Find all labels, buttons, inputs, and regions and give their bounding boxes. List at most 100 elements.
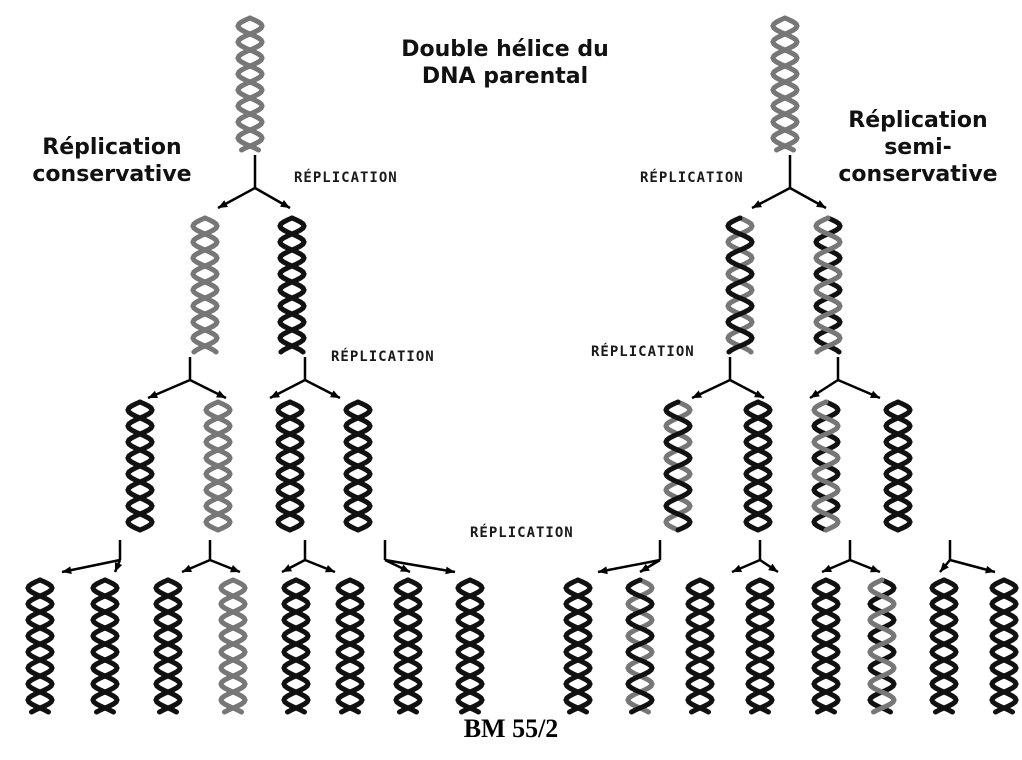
arrow-head xyxy=(754,390,764,398)
semi-g2-helix-3-strand-b xyxy=(811,399,841,533)
arrow-head xyxy=(870,564,880,573)
arrow-shaft xyxy=(384,558,456,574)
arrow-head xyxy=(282,564,292,572)
arrow-shaft xyxy=(597,558,661,574)
semi-g3-helix-2-strand-a xyxy=(625,577,655,715)
semi-g1-helix-1-strand-b xyxy=(725,215,755,355)
semiconservative-label-line-1: Réplication xyxy=(848,108,988,133)
arrow-head xyxy=(330,390,340,398)
arrow-head xyxy=(445,566,455,575)
arrow-head xyxy=(810,389,820,398)
cons-g2-helix-2-strand-b xyxy=(203,399,233,533)
arrow-head xyxy=(692,390,702,398)
conservative-label-line-1: Réplication xyxy=(42,135,182,160)
arrow-head xyxy=(752,200,762,208)
arrow-head xyxy=(732,564,742,572)
arrow-head xyxy=(400,564,410,572)
replication-arrow-14 xyxy=(113,559,123,573)
semi-g3-helix-8 xyxy=(989,577,1019,715)
cons-g3-helix-8 xyxy=(455,577,485,715)
arrow-head xyxy=(218,200,228,208)
arrow-head xyxy=(230,564,240,573)
replication-arrow-16 xyxy=(209,558,241,574)
arrow-head xyxy=(940,562,949,572)
replication-label-right-2: RÉPLICATION xyxy=(591,344,695,360)
cons-g3-helix-8-strand-a xyxy=(455,577,485,715)
semi-g1-helix-1 xyxy=(725,215,755,355)
arrow-head xyxy=(216,390,226,398)
replication-arrow-12 xyxy=(837,378,881,400)
parental-title-line-2: DNA parental xyxy=(421,64,589,89)
replication-arrow-10 xyxy=(729,378,765,400)
cons-g3-helix-7-strand-b xyxy=(393,577,423,715)
semi-g3-helix-3 xyxy=(685,577,715,715)
parental-title-line-1: Double hélice du xyxy=(401,37,609,62)
parental-helix-right-strand-b xyxy=(770,15,800,153)
replication-arrow-21 xyxy=(597,558,661,575)
replication-arrow-2 xyxy=(254,186,291,210)
semi-g3-helix-6-strand-b xyxy=(867,577,897,715)
semi-g2-helix-1 xyxy=(663,399,693,533)
cons-g3-helix-5-strand-b xyxy=(281,577,311,715)
semi-g3-helix-4-strand-b xyxy=(745,577,775,715)
semi-g3-helix-6 xyxy=(867,577,897,715)
replication-arrow-8 xyxy=(304,378,341,400)
conservative-label: Réplication conservative xyxy=(12,134,212,188)
semi-g3-helix-5-strand-a xyxy=(811,577,841,715)
cons-g1-helix-1 xyxy=(190,215,220,355)
parental-dna-title: Double hélice du DNA parental xyxy=(380,36,630,90)
arrow-head xyxy=(870,390,880,398)
replication-arrow-20 xyxy=(384,558,456,575)
parental-helix-right xyxy=(770,15,800,153)
arrow-head xyxy=(182,564,192,572)
semi-g3-helix-2 xyxy=(625,577,655,715)
arrow-head xyxy=(325,564,335,573)
conservative-label-line-2: conservative xyxy=(32,162,192,187)
cons-g3-helix-3-strand-a xyxy=(153,577,183,715)
cons-g3-helix-1-strand-b xyxy=(25,577,55,715)
cons-g3-helix-1-strand-a xyxy=(25,577,55,715)
replication-arrow-11 xyxy=(809,378,839,400)
cons-g3-helix-2-strand-a xyxy=(90,577,120,715)
semi-g3-helix-7-strand-a xyxy=(929,577,959,715)
semi-g2-helix-1-strand-b xyxy=(663,399,693,533)
cons-g3-helix-4-strand-b xyxy=(218,577,248,715)
semi-g3-helix-8-strand-b xyxy=(989,577,1019,715)
replication-arrow-27 xyxy=(939,559,951,573)
arrow-head xyxy=(62,566,72,574)
replication-label-left-1: RÉPLICATION xyxy=(294,170,398,186)
cons-g3-helix-8-strand-b xyxy=(455,577,485,715)
semi-g2-helix-2-strand-b xyxy=(743,399,773,533)
semi-g1-helix-2 xyxy=(813,215,843,355)
cons-g2-helix-1 xyxy=(125,399,155,533)
semi-g3-helix-1-strand-a xyxy=(563,577,593,715)
semi-g3-helix-1-strand-b xyxy=(563,577,593,715)
cons-g3-helix-3 xyxy=(153,577,183,715)
replication-arrow-5 xyxy=(147,378,191,400)
parental-helix-left-strand-b xyxy=(235,15,265,153)
arrow-head xyxy=(598,566,608,575)
semi-g1-helix-2-strand-b xyxy=(813,215,843,355)
cons-g1-helix-1-strand-b xyxy=(190,215,220,355)
replication-arrow-13 xyxy=(61,558,121,574)
semiconservative-label-line-2: semi- xyxy=(884,135,952,160)
arrow-head xyxy=(816,200,826,208)
cons-g2-helix-4 xyxy=(343,399,373,533)
semiconservative-label-line-3: conservative xyxy=(838,162,998,187)
parental-helix-left-strand-a xyxy=(235,15,265,153)
replication-arrow-9 xyxy=(691,378,731,400)
replication-arrow-19 xyxy=(384,558,411,574)
cons-g3-helix-6-strand-b xyxy=(335,577,365,715)
replication-arrow-24 xyxy=(759,558,779,574)
semi-g3-helix-3-strand-a xyxy=(685,577,715,715)
cons-g3-helix-7-strand-a xyxy=(393,577,423,715)
cons-g3-helix-7 xyxy=(393,577,423,715)
semi-g3-helix-7 xyxy=(929,577,959,715)
semi-g2-helix-3 xyxy=(811,399,841,533)
parental-helix-left xyxy=(235,15,265,153)
semi-g3-helix-8-strand-a xyxy=(989,577,1019,715)
figure-caption: BM 55/2 xyxy=(463,714,559,743)
replication-arrow-23 xyxy=(731,558,761,574)
replication-arrow-18 xyxy=(304,558,336,574)
